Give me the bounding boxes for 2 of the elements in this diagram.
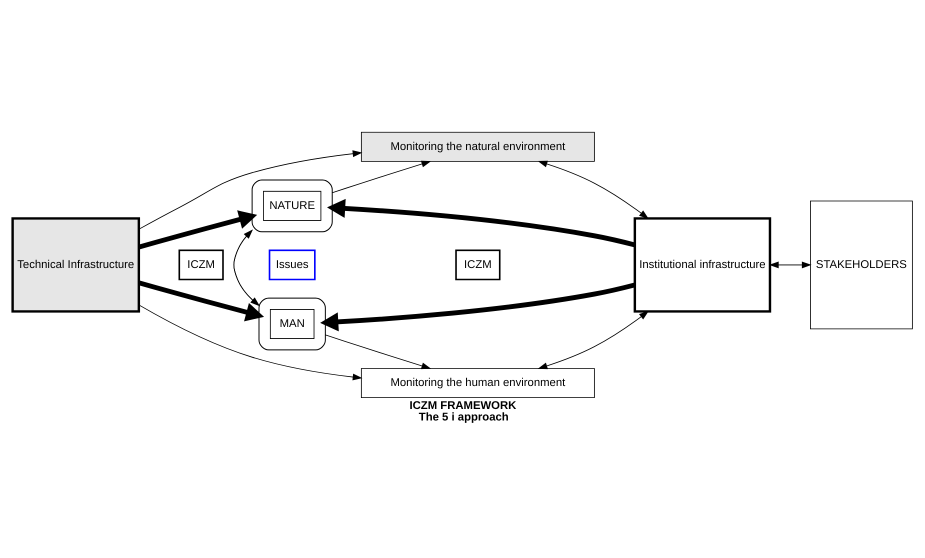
diagram-title: ICZM FRAMEWORK [410,400,516,412]
caption: The 5 i approach [418,410,509,423]
